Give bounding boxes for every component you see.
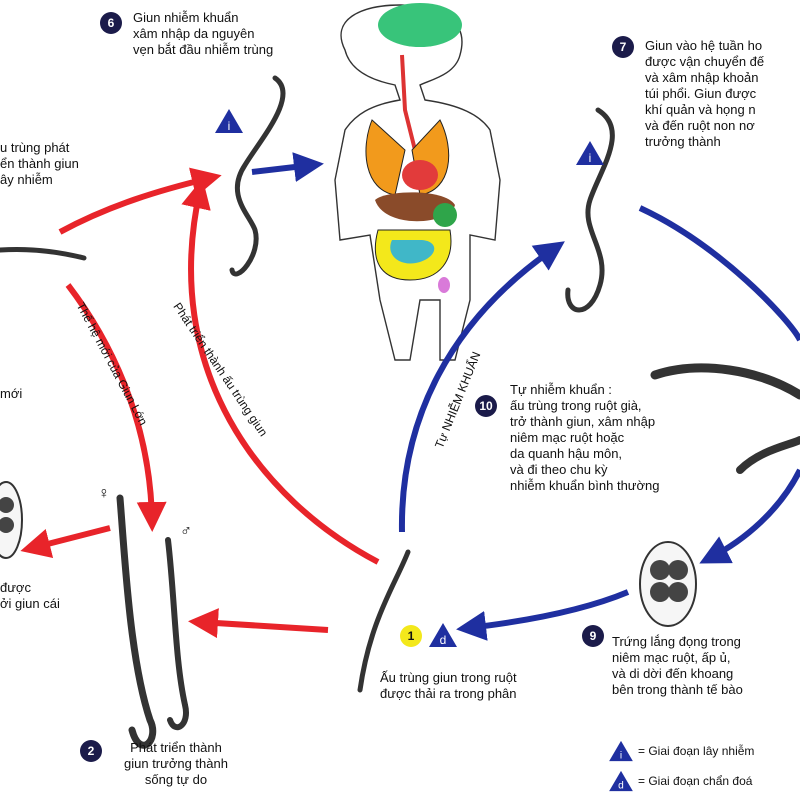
- arrow-autoinfection: [398, 241, 565, 533]
- arrow-to-egg: [20, 525, 111, 559]
- arrow-larva-to-infective: [58, 167, 222, 235]
- left-egg-text: được ởi giun cái: [0, 580, 60, 611]
- arrow-to-host: [251, 152, 324, 182]
- step-1-badge: 1: [400, 625, 422, 647]
- step-10-text: Tự nhiễm khuẩn : ấu trùng trong ruột già…: [510, 382, 660, 493]
- rhabditiform-larva-worm: [357, 549, 411, 693]
- legend-infective-icon: i: [609, 740, 633, 762]
- diagnostic-stage-icon: d: [429, 623, 457, 647]
- step-6-text: Giun nhiễm khuẩn xâm nhập da nguyên vẹn …: [133, 10, 274, 57]
- arrow-develop-larva: [181, 178, 380, 565]
- step-7-badge: 7: [612, 36, 634, 58]
- step-9-badge: 9: [582, 625, 604, 647]
- infective-larva-worm: [229, 75, 286, 277]
- step-6-badge: 6: [100, 12, 122, 34]
- infective-stage-icon: i: [576, 141, 604, 165]
- svg-text:i: i: [228, 119, 231, 133]
- svg-text:i: i: [589, 151, 592, 165]
- egg-icon: [639, 541, 697, 627]
- legend-diagnostic-text: = Giai đoạn chẩn đoá: [638, 774, 753, 788]
- arrow-egg-to-larva: [456, 589, 630, 641]
- male-worm: [165, 537, 189, 731]
- adult-worm-intestine: [650, 363, 800, 400]
- heart-icon: [402, 160, 438, 190]
- lung-larva-worm: [565, 107, 615, 313]
- legend: i = Giai đoạn lây nhiễm d = Giai đoạn ch…: [608, 740, 800, 796]
- arrow-new-generation: [65, 283, 167, 532]
- svg-text:i: i: [620, 751, 622, 762]
- female-worm: [116, 494, 157, 749]
- female-symbol: ♀: [98, 485, 110, 502]
- step-10-badge: 10: [475, 395, 497, 417]
- step-9-text: Trứng lắng đọng trong niêm mạc ruột, ấp …: [612, 634, 743, 697]
- left-mid-text: mới: [0, 386, 23, 401]
- human-body-figure: [334, 3, 501, 361]
- legend-diagnostic-icon: d: [609, 770, 633, 792]
- svg-text:d: d: [440, 633, 447, 647]
- step-7-text: Giun vào hệ tuần ho được vận chuyển đế v…: [645, 38, 765, 149]
- arrow-lungs-to-intestine: [638, 205, 800, 342]
- trachea-icon: [400, 54, 417, 151]
- svg-text:d: d: [618, 781, 624, 792]
- arrow-to-adult: [188, 608, 329, 639]
- left-larva-worm: [0, 246, 87, 261]
- step-2-text: Phát triển thành giun trưởng thành sống …: [124, 740, 228, 787]
- male-symbol: ♂: [180, 523, 192, 540]
- legend-infective-text: = Giai đoạn lây nhiễm: [638, 744, 755, 758]
- step-2-badge: 2: [80, 740, 102, 762]
- arrow-to-eggs: [699, 468, 800, 564]
- cycle-arrows: [20, 152, 800, 641]
- step-1-text-left: u trùng phát ển thành giun ây nhiễm: [0, 140, 79, 187]
- brain-icon: [378, 3, 462, 47]
- step-1-text: Ấu trùng giun trong ruột được thải ra tr…: [380, 670, 517, 701]
- infective-stage-icon: i: [215, 109, 243, 133]
